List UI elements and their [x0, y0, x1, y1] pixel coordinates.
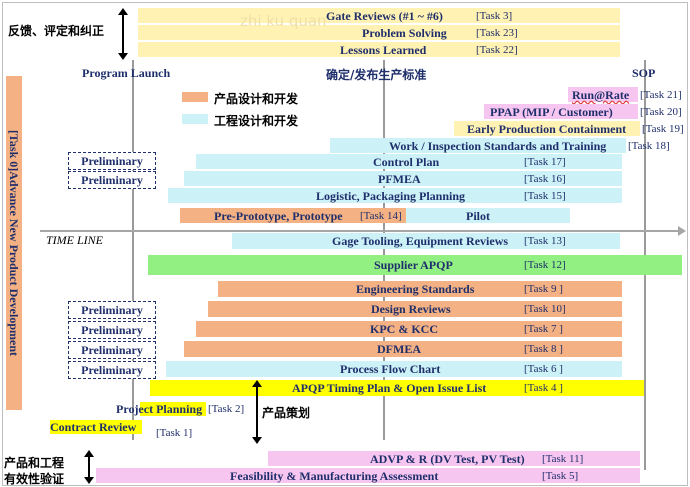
gage-tooling-bar	[232, 233, 620, 249]
contract-review-label: Contract Review	[50, 420, 137, 434]
ppap-label: PPAP (MIP / Customer)	[490, 105, 613, 119]
run-rate-bar	[568, 87, 638, 102]
watermark: zhi ku quan	[240, 12, 327, 30]
preliminary-process-flow: Preliminary	[68, 361, 156, 379]
preliminary-pfmea: Preliminary	[68, 171, 156, 189]
preliminary-control-plan: Preliminary	[68, 152, 156, 170]
verification-label-2: 有效性验证	[4, 472, 65, 486]
timeline-label: TIME LINE	[46, 233, 103, 247]
contract-review-bar	[50, 420, 142, 434]
project-planning-task: [Task 2]	[208, 403, 245, 415]
pfmea-task: [Task 16]	[524, 173, 566, 185]
lessons-learned-label: Lessons Learned	[340, 43, 427, 57]
gate-reviews-label: Gate Reviews (#1 ~ #6)	[326, 9, 443, 23]
control-plan-task: [Task 17]	[524, 156, 566, 168]
program-launch-line	[132, 60, 134, 440]
feasibility-label: Feasibility & Manufacturing Assessment	[230, 469, 439, 483]
lessons-learned-bar	[138, 42, 620, 57]
sop-label: SOP	[632, 66, 656, 80]
gage-tooling-task: [Task 13]	[524, 235, 566, 247]
legend-product-swatch	[182, 92, 208, 102]
ppap-task: [Task 20]	[640, 106, 682, 118]
problem-solving-label: Problem Solving	[362, 26, 447, 40]
contract-review-task: [Task 1]	[156, 427, 193, 439]
advp-label: ADVP & R (DV Test, PV Test)	[370, 452, 525, 466]
run-rate-label: Run@Rate	[572, 88, 630, 102]
early-production-label: Early Production Containment	[467, 122, 627, 136]
project-planning-label: Project Planning	[116, 402, 203, 416]
feasibility-bar	[96, 468, 640, 483]
process-flow-label: Process Flow Chart	[340, 362, 441, 376]
supplier-apqp-bar	[148, 255, 682, 275]
work-inspection-bar	[330, 138, 626, 153]
early-production-bar	[454, 121, 640, 136]
control-plan-label: Control Plan	[373, 155, 440, 169]
advp-bar	[268, 451, 640, 466]
supplier-apqp-label: Supplier APQP	[374, 258, 453, 272]
engineering-standards-label: Engineering Standards	[356, 282, 475, 296]
prototype-task: [Task 14]	[360, 210, 402, 222]
preliminary-design-reviews: Preliminary	[68, 301, 156, 319]
problem-solving-bar	[138, 25, 620, 40]
gage-tooling-label: Gage Tooling, Equipment Reviews	[332, 234, 509, 248]
design-reviews-label: Design Reviews	[371, 302, 451, 316]
timing-plan-label: APQP Timing Plan & Open Issue List	[292, 381, 487, 395]
product-strategy-label: 产品策划	[262, 406, 311, 420]
engineering-standards-task: [Task 9 ]	[524, 283, 563, 295]
dfmea-bar	[184, 341, 622, 357]
kpc-kcc-label: KPC & KCC	[370, 322, 438, 336]
gate-reviews-bar	[138, 8, 620, 23]
advp-task: [Task 11]	[542, 453, 584, 465]
legend-process-swatch	[182, 114, 208, 124]
preliminary-kpc: Preliminary	[68, 321, 156, 339]
pfmea-bar	[184, 171, 622, 186]
advance-development-sidebar: [Task 0]Advance New Product Development	[6, 76, 22, 410]
engineering-standards-bar	[218, 281, 622, 297]
process-flow-task: [Task 6 ]	[524, 363, 563, 375]
program-launch-label: Program Launch	[82, 66, 171, 80]
dfmea-label: DFMEA	[377, 342, 421, 356]
kpc-kcc-bar	[196, 321, 622, 337]
preliminary-dfmea: Preliminary	[68, 341, 156, 359]
verification-label-1: 产品和工程	[4, 456, 65, 470]
legend-process-label: 工程设计和开发	[214, 114, 299, 128]
pfmea-label: PFMEA	[378, 172, 421, 186]
feedback-arrow	[118, 8, 128, 60]
lessons-learned-task: [Task 22]	[476, 44, 518, 56]
timeline-arrow	[40, 226, 686, 236]
timing-plan-task: [Task 4 ]	[524, 382, 563, 394]
prototype-label: Pre-Prototype, Prototype	[214, 209, 343, 223]
control-plan-bar	[196, 154, 622, 169]
project-planning-bar	[140, 402, 206, 416]
work-inspection-task: [Task 18]	[628, 140, 670, 152]
pilot-label: Pilot	[466, 209, 490, 223]
release-standard-label: 确定/发布生产标准	[326, 68, 427, 82]
legend-product-label: 产品设计和开发	[214, 92, 299, 106]
feedback-label: 反馈、评定和纠正	[8, 24, 105, 38]
dfmea-task: [Task 8 ]	[524, 343, 563, 355]
release-standard-line	[383, 60, 385, 440]
kpc-kcc-task: [Task 7 ]	[524, 323, 563, 335]
design-reviews-bar	[208, 301, 622, 317]
design-reviews-task: [Task 10]	[524, 303, 566, 315]
timing-plan-bar	[150, 380, 644, 396]
feasibility-task: [Task 5]	[542, 470, 579, 482]
pilot-bar	[406, 208, 570, 223]
verification-arrow	[84, 450, 94, 484]
logistic-task: [Task 15]	[524, 190, 566, 202]
early-production-task: [Task 19]	[642, 123, 684, 135]
ppap-bar	[484, 104, 638, 119]
logistic-bar	[168, 188, 622, 203]
problem-solving-task: [Task 23]	[476, 27, 518, 39]
prototype-bar	[180, 208, 406, 223]
logistic-label: Logistic, Packaging Planning	[316, 189, 466, 203]
gate-reviews-task: [Task 3]	[476, 10, 513, 22]
sidebar-label: [Task 0]Advance New Product Development	[7, 130, 21, 356]
process-flow-bar	[166, 361, 622, 377]
run-rate-task: [Task 21]	[640, 89, 682, 101]
product-strategy-arrow	[252, 380, 262, 444]
work-inspection-label: Work / Inspection Standards and Training	[389, 139, 607, 153]
supplier-apqp-task: [Task 12]	[524, 259, 566, 271]
